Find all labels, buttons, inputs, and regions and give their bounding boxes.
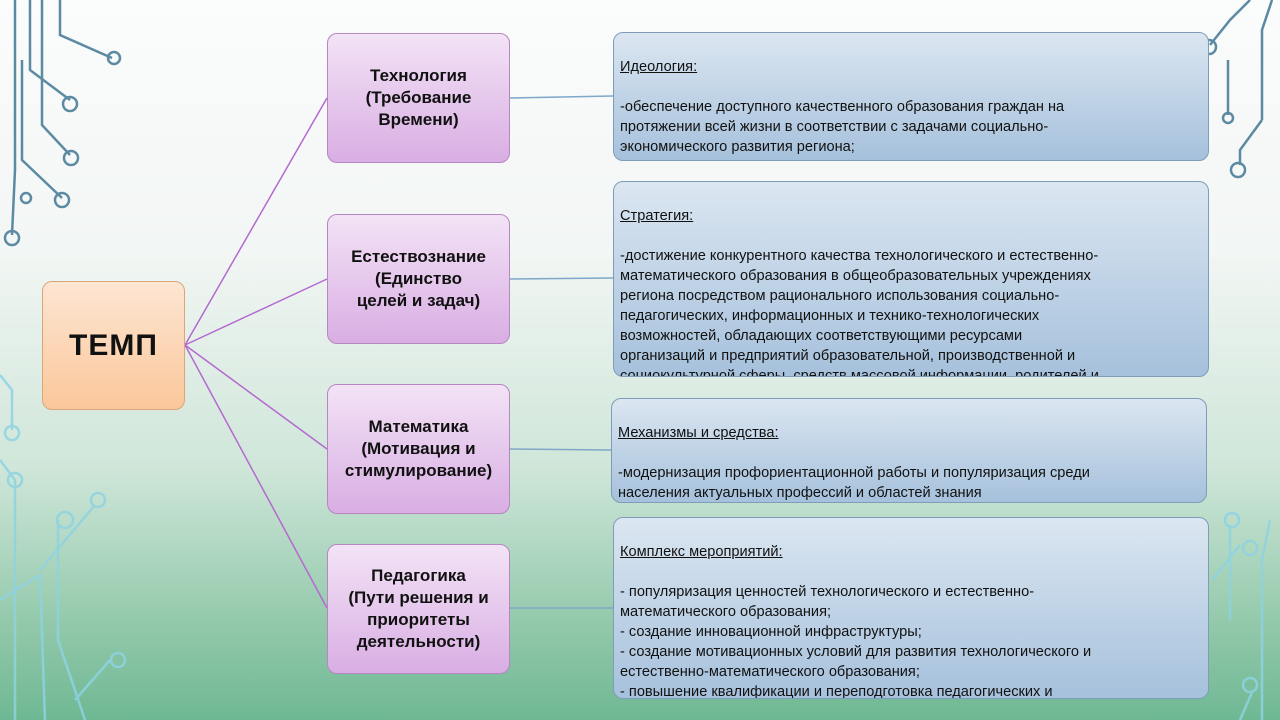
description-box-ideology: Идеология: -обеспечение доступного качес… xyxy=(613,32,1209,161)
root-node: ТЕМП xyxy=(42,281,185,410)
category-label: Технология (Требование Времени) xyxy=(365,65,472,130)
description-heading: Комплекс мероприятий: xyxy=(620,544,783,560)
description-box-mechanisms: Механизмы и средства: -модернизация проф… xyxy=(611,398,1207,503)
description-text: -достижение конкурентного качества техно… xyxy=(620,248,1099,377)
category-label: Математика (Мотивация и стимулирование) xyxy=(344,416,493,481)
circuit-decoration-left xyxy=(0,0,127,720)
category-node-natural-science: Естествознание (Единство целей и задач) xyxy=(327,214,510,344)
category-node-pedagogy: Педагогика (Пути решения и приоритеты де… xyxy=(327,544,510,674)
branch-lines xyxy=(184,97,328,609)
description-box-strategy: Стратегия: -достижение конкурентного кач… xyxy=(613,181,1209,377)
description-heading: Идеология: xyxy=(620,59,698,75)
description-text: - популяризация ценностей технологическо… xyxy=(620,584,1092,699)
description-text: -модернизация профориентационной работы … xyxy=(618,465,1090,501)
connector-lines xyxy=(509,95,614,609)
category-node-technology: Технология (Требование Времени) xyxy=(327,33,510,163)
root-label: ТЕМП xyxy=(69,328,158,362)
category-node-mathematics: Математика (Мотивация и стимулирование) xyxy=(327,384,510,514)
description-text: -обеспечение доступного качественного об… xyxy=(620,99,1088,160)
description-heading: Стратегия: xyxy=(620,208,694,224)
category-label: Естествознание (Единство целей и задач) xyxy=(351,246,486,311)
description-heading: Механизмы и средства: xyxy=(618,425,779,441)
category-label: Педагогика (Пути решения и приоритеты де… xyxy=(348,565,489,652)
circuit-decoration-right xyxy=(1200,0,1274,720)
description-box-activities: Комплекс мероприятий: - популяризация це… xyxy=(613,517,1209,699)
